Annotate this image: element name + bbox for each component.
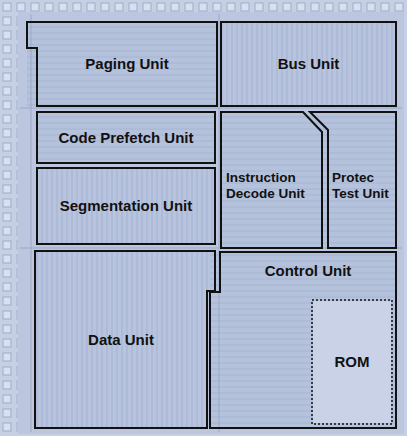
outline-shape	[37, 168, 215, 244]
outline-shape	[221, 112, 322, 248]
protection-test-unit: Protec Test Unit	[310, 112, 396, 248]
unit-label: Control Unit	[265, 262, 352, 280]
label-area: Instruction Decode Unit	[226, 130, 312, 242]
unit-label: Bus Unit	[278, 55, 340, 73]
unit-label: Code Prefetch Unit	[58, 129, 193, 147]
segmentation-unit: Segmentation Unit	[37, 168, 215, 244]
bus-unit: Bus Unit	[221, 22, 396, 106]
outline-shape	[35, 251, 215, 428]
rom-block: ROM	[312, 300, 392, 424]
unit-label: Protec Test Unit	[332, 170, 394, 202]
outline-shape	[310, 112, 396, 248]
label-area: Segmentation Unit	[37, 168, 215, 244]
unit-label: Segmentation Unit	[60, 197, 193, 215]
label-area: Paging Unit	[37, 22, 217, 106]
control-unit: Control UnitROM	[210, 252, 396, 428]
label-area: Data Unit	[35, 251, 207, 428]
label-area: ROM	[312, 300, 392, 424]
label-area: Protec Test Unit	[332, 130, 394, 242]
unit-label: Paging Unit	[85, 55, 168, 73]
outline-shape	[210, 252, 396, 428]
unit-label: Data Unit	[88, 331, 154, 349]
outline-shape	[312, 300, 392, 424]
instruction-decode-unit: Instruction Decode Unit	[221, 112, 322, 248]
label-area: Bus Unit	[221, 22, 396, 106]
label-area: Code Prefetch Unit	[37, 112, 215, 163]
unit-label: ROM	[335, 353, 370, 371]
code-prefetch-unit: Code Prefetch Unit	[37, 112, 215, 163]
data-unit: Data Unit	[35, 251, 215, 428]
label-area: Control Unit	[220, 256, 396, 286]
outline-shape	[37, 112, 215, 163]
paging-unit: Paging Unit	[27, 22, 217, 106]
outline-shape	[27, 22, 217, 106]
unit-label: Instruction Decode Unit	[226, 170, 312, 202]
outline-shape	[221, 22, 396, 106]
